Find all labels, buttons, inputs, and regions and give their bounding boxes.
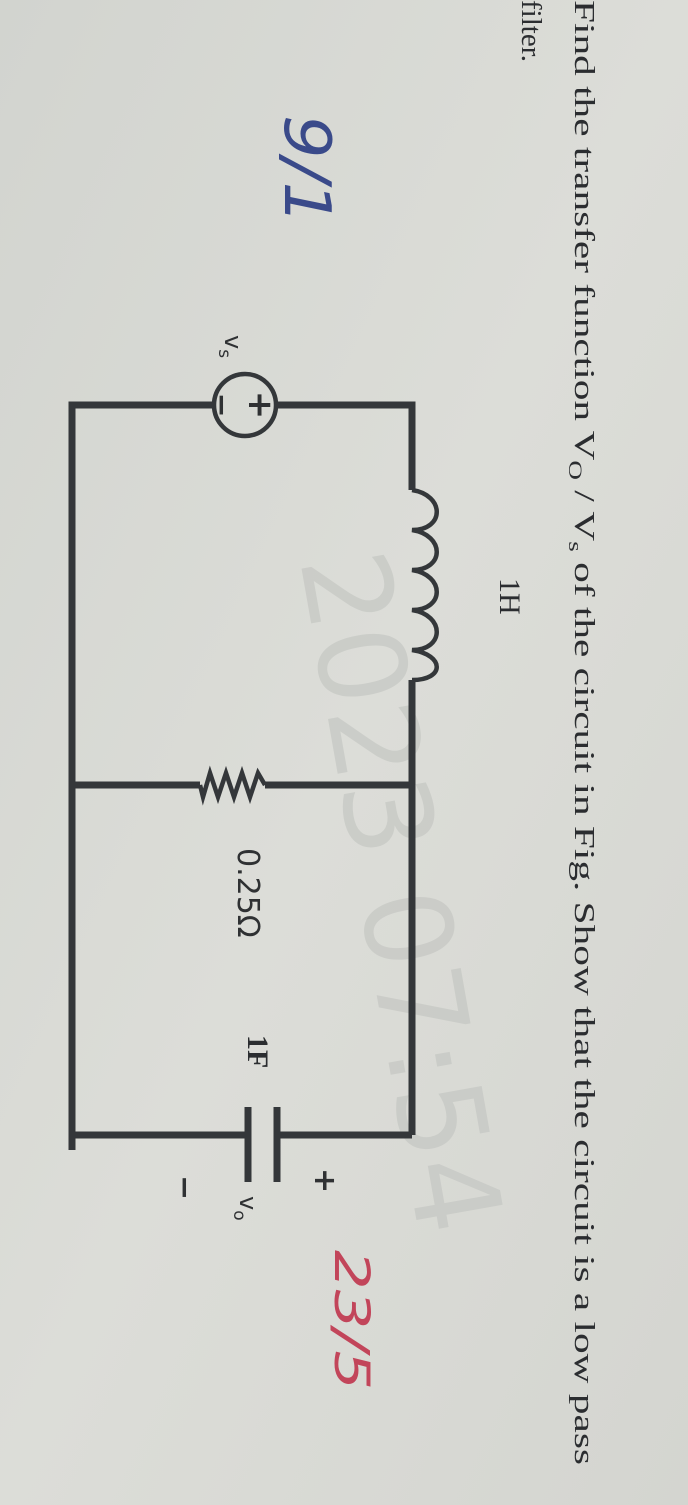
vs-symbol: V bbox=[568, 511, 600, 541]
wire-capacitor-branch bbox=[68, 1131, 412, 1150]
source-plus: + bbox=[240, 391, 280, 420]
question-text-end: of the circuit in Fig. Show that the cir… bbox=[568, 552, 600, 1465]
slash: / bbox=[568, 480, 600, 511]
question-line-2: filter. bbox=[515, 0, 547, 62]
handwritten-blue-mark: 9/1 bbox=[269, 115, 343, 225]
voltage-source-icon bbox=[211, 371, 279, 439]
output-minus: − bbox=[167, 1175, 202, 1200]
resistor-icon bbox=[197, 765, 267, 806]
resistor-label: 0.25Ω bbox=[230, 848, 265, 938]
vs-subscript: s bbox=[564, 541, 585, 552]
capacitor-icon bbox=[244, 1107, 281, 1182]
source-label: vs bbox=[214, 335, 247, 358]
output-label: vo bbox=[229, 1196, 262, 1221]
wire-source-branch bbox=[68, 401, 416, 1150]
inductor-icon bbox=[411, 487, 439, 683]
question-text-start: Find the transfer function bbox=[568, 0, 600, 431]
inductor-label: 1H bbox=[493, 578, 526, 615]
question-line-1: Find the transfer function VO / Vs of th… bbox=[564, 0, 600, 1465]
vo-subscript: O bbox=[564, 460, 585, 480]
source-minus: − bbox=[204, 392, 239, 417]
vo-symbol: V bbox=[568, 431, 600, 461]
circuit-diagram: + − vs 1H 0.25Ω 1F + vo − bbox=[68, 335, 526, 1221]
handwritten-red-score: 23/5 bbox=[323, 1250, 379, 1390]
capacitor-label: 1F bbox=[241, 1035, 274, 1068]
output-plus: + bbox=[307, 1168, 342, 1193]
